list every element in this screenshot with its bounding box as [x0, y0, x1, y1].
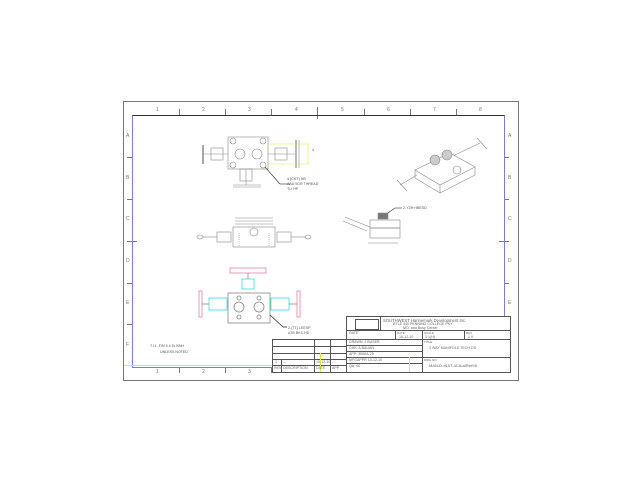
callout-bottom-2: ATB BKS-HD: [288, 331, 310, 335]
rev-label: REV: [466, 331, 473, 335]
zone-label-d-right: D: [508, 258, 512, 264]
scale-label: SCALE: [424, 331, 434, 335]
zone-label-a: A: [126, 133, 130, 139]
general-note-2: UNLESS NOTED: [160, 350, 188, 354]
callout-top-1: 4 (CHT) HB: [287, 177, 306, 181]
dwg-label: DWG NO: [424, 358, 437, 362]
rev-header-by: APP: [332, 366, 340, 370]
dimension-label: 4: [312, 148, 314, 152]
zone-label-3-bottom: 3: [248, 369, 251, 375]
zone-label-4: 4: [295, 107, 298, 113]
rev-row-1-date: 10-12-10: [316, 360, 331, 364]
zone-label-2-bottom: 2: [202, 369, 205, 375]
zone-label-e: E: [126, 300, 130, 306]
rev-value: 1.0: [468, 335, 473, 339]
callout-top-3: TLI HP: [287, 187, 299, 191]
manifold-bottom-view: [198, 267, 301, 328]
callout-top-2: AAA SCR THREAD: [287, 182, 319, 186]
date-value: 10-12-10: [399, 335, 414, 339]
scale-value: 1:1(H): [425, 335, 435, 339]
zone-label-1: 1: [156, 107, 159, 113]
company-address-2: MO. and Busy Center: [403, 326, 438, 330]
checked-by: CHK: A BAUAN: [349, 346, 374, 350]
highlight-line: [124, 365, 272, 366]
approved-by: APP: 3000A-25: [349, 352, 374, 356]
zone-label-e-right: E: [508, 300, 512, 306]
dwg-value: MAN-D-INST-4CAudRetSK: [429, 363, 478, 368]
zone-label-b-right: B: [508, 175, 512, 181]
rev-row-1-desc: --: [283, 360, 286, 364]
zone-label-f: F: [126, 342, 130, 348]
company-logo: [355, 319, 379, 330]
zone-label-c-right: C: [508, 216, 512, 222]
mfg-approval: MFGAPPR 10-12-10: [349, 358, 383, 362]
date-caption: DATE: [397, 331, 405, 335]
zone-label-8: 8: [479, 107, 482, 113]
manifold-front-view: [196, 217, 312, 248]
callout-side-iso: 2-YZH HBESD: [403, 206, 427, 210]
zone-label-6: 6: [387, 107, 390, 113]
manifold-isometric-view: [396, 137, 488, 194]
zone-label-1-bottom: 1: [156, 369, 159, 375]
title-label: TITLE: [424, 340, 433, 344]
rev-row-1-by: --: [332, 360, 335, 364]
company-name: SOUTHWEST Hannemark Development Inc.: [383, 318, 467, 323]
callout-bottom-1: 2-(TT) LEESP: [288, 326, 311, 330]
rev-header-rev: REV: [274, 366, 282, 370]
rev-header-date: DATE: [316, 366, 326, 370]
zone-label-c: C: [126, 216, 130, 222]
manifold-side-iso-view: [342, 207, 402, 244]
zone-label-7: 7: [433, 107, 436, 113]
zone-label-2: 2: [202, 107, 205, 113]
title-value: 3 WAY MANIFOLD TECH DS: [429, 346, 476, 350]
drawing-sheet: 1 2 3 4 5 6 7 8 1 2 3 4 5 6 7 8 A B C D …: [123, 101, 519, 381]
zone-label-a-right: A: [508, 133, 512, 139]
zone-label-d: D: [126, 258, 130, 264]
company-address-1: BTLE 440 PENNING COLLEGE PKY: [393, 322, 453, 326]
zone-label-3: 3: [248, 107, 251, 113]
date-label: DATE: [349, 331, 359, 335]
zone-label-b: B: [126, 175, 130, 181]
revision-block: 1 -- 10-12-10 -- REV DESCRIPTION DATE AP…: [272, 339, 348, 373]
general-note-1: T.I.L. FIN 5 4 5L BNH: [150, 344, 185, 348]
zone-label-5: 5: [341, 107, 344, 113]
qa-approval: QA: 00: [349, 364, 361, 368]
manifold-top-view: [202, 136, 310, 188]
rev-row-1-rev: 1: [275, 360, 277, 364]
rev-header-desc: DESCRIPTION: [283, 366, 308, 370]
drawn-by: DRAWN: J.BUSER: [349, 340, 380, 344]
title-block: SOUTHWEST Hannemark Development Inc. BTL…: [346, 316, 511, 373]
